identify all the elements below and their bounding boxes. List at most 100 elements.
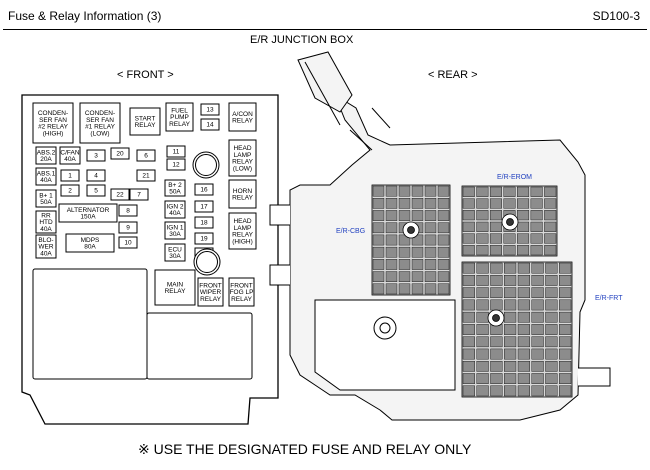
relay-horn-label: HORN <box>233 188 252 195</box>
relay-start-label: START <box>135 115 156 122</box>
fuse-slot-10-label: 10 <box>124 240 132 247</box>
fuse-abs1-label: 40A <box>40 177 52 184</box>
fuse-slot-6: 6 <box>136 149 156 162</box>
fuse-slot-21: 21 <box>136 169 156 182</box>
relay-headlamp-low-label: RELAY <box>232 159 253 166</box>
fuse-slot-4-label: 4 <box>94 173 98 180</box>
fuse-ign1-label: 30A <box>169 231 181 238</box>
fuse-slot-19-label: 19 <box>200 236 208 243</box>
fuse-slot-16: 16 <box>194 183 214 196</box>
fuse-legend-left-box <box>32 268 148 380</box>
fuse-slot-22: 22 <box>110 188 130 201</box>
relay-condenser-fan-2-label: CONDEN- <box>38 110 68 117</box>
fuse-mdps-label: MDPS <box>81 237 100 244</box>
fuse-abs2-label: ABS.2 <box>37 149 56 156</box>
fuse-slot-22-label: 22 <box>116 192 124 199</box>
fuse-slot-9-label: 9 <box>126 225 130 232</box>
relay-condenser-fan-1: CONDEN-SER FAN#1 RELAY(LOW) <box>79 102 121 144</box>
box-title: E/R JUNCTION BOX <box>250 34 354 46</box>
fuse-blower-label: 40A <box>40 251 52 258</box>
fuse-slot-14-label: 14 <box>206 122 214 129</box>
fuse-slot-1: 1 <box>60 169 80 182</box>
fuse-slot-12-label: 12 <box>172 162 180 169</box>
fuse-slot-5-label: 5 <box>94 188 98 195</box>
connector-bolt <box>501 213 519 231</box>
fuse-slot-20: 20 <box>110 147 130 160</box>
relay-condenser-fan-2-label: #2 RELAY <box>38 124 69 131</box>
relay-front-fog-label: FRONT <box>230 282 252 289</box>
fuse-slot-3: 3 <box>86 149 106 162</box>
fuse-alternator-label: 150A <box>80 214 96 221</box>
fuse-cfan-label: C/FAN <box>60 149 79 156</box>
relay-front-fog-label: FOG LP <box>230 289 254 296</box>
relay-horn-label: RELAY <box>232 195 253 202</box>
socket-upper <box>192 151 220 179</box>
relay-condenser-fan-1-label: (LOW) <box>90 131 109 138</box>
connector-bolt <box>402 221 420 239</box>
relay-condenser-fan-1-label: CONDEN- <box>85 110 115 117</box>
connector-frt <box>461 261 573 398</box>
relay-headlamp-high-label: RELAY <box>232 232 253 239</box>
diagram-code: SD100-3 <box>592 9 640 23</box>
fuse-blower-label: BLO- <box>38 237 53 244</box>
connector-erom <box>461 185 558 257</box>
fuse-slot-11-label: 11 <box>173 149 180 156</box>
fuse-slot-2-label: 2 <box>68 188 72 195</box>
relay-fuel-pump-label: PUMP <box>170 114 189 121</box>
fuse-slot-16-label: 16 <box>200 187 208 194</box>
relay-fuel-pump-label: RELAY <box>169 121 190 128</box>
relay-headlamp-low-label: HEAD <box>233 145 251 152</box>
fuse-ign1-label: IGN 1 <box>167 224 184 231</box>
fuse-slot-6-label: 6 <box>144 153 148 160</box>
label-er-erom: E/R-EROM <box>497 174 532 181</box>
fuse-slot-10: 10 <box>118 236 138 249</box>
relay-acon-label: A/CON <box>232 111 253 118</box>
relay-front-wiper-label: WIPER <box>200 289 222 296</box>
fuse-abs2-label: 20A <box>40 156 52 163</box>
fuse-slot-14: 14 <box>200 118 220 131</box>
fuse-slot-20-label: 20 <box>116 151 124 158</box>
relay-front-wiper-label: RELAY <box>200 296 221 303</box>
fuse-ign2-label: IGN 2 <box>167 203 184 210</box>
relay-condenser-fan-1-label: SER FAN <box>86 117 114 124</box>
socket-lower <box>193 248 221 276</box>
rear-label: < REAR > <box>428 69 478 81</box>
fuse-slot-7-label: 7 <box>137 192 141 199</box>
relay-headlamp-low-label: (LOW) <box>233 166 252 173</box>
relay-condenser-fan-2: CONDEN-SER FAN#2 RELAY(HIGH) <box>32 102 74 144</box>
fuse-blower-label: WER <box>38 244 53 251</box>
fuse-slot-11: 11 <box>166 145 186 158</box>
designated-fuse-note: ※ USE THE DESIGNATED FUSE AND RELAY ONLY <box>138 441 472 457</box>
fuse-slot-17: 17 <box>194 200 214 213</box>
relay-front-fog-label: RELAY <box>231 296 252 303</box>
relay-fuel-pump-label: FUEL <box>171 107 188 114</box>
relay-main-label: MAIN <box>167 281 184 288</box>
fuse-bplus2-label: B+ 2 <box>168 182 182 189</box>
fuse-bplus2-label: 50A <box>169 189 181 196</box>
label-er-frt: E/R-FRT <box>595 295 623 302</box>
fuse-slot-19: 19 <box>194 232 214 245</box>
page-title: Fuse & Relay Information (3) <box>8 9 162 23</box>
fuse-cfan-label: 40A <box>64 156 76 163</box>
fuse-slot-4: 4 <box>86 169 106 182</box>
connector-cbg <box>371 184 451 296</box>
relay-headlamp-high-label: LAMP <box>234 225 252 232</box>
fuse-slot-12: 12 <box>166 158 186 171</box>
front-label: < FRONT > <box>117 69 174 81</box>
fuse-slot-3-label: 3 <box>94 153 98 160</box>
